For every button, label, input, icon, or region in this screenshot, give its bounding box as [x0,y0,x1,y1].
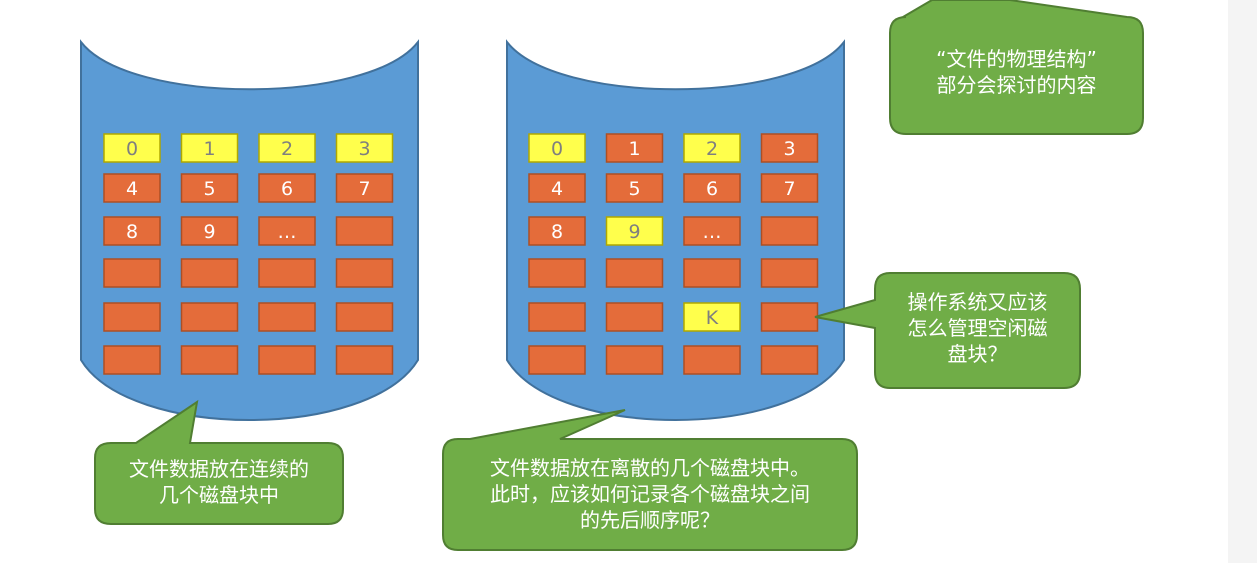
right-disk-block-used [605,133,664,163]
right-disk-block-used [605,258,664,288]
right-disk-block-label: 9 [628,221,640,243]
right-disk-cylinder [506,39,845,421]
right-disk-block-free [605,216,664,246]
right-disk-blocks: 0 1 2 3 4 5 6 7 8 9 … K [528,133,819,375]
right-disk-block-free [683,302,741,332]
right-disk-block-used [683,258,741,288]
right-edge-strip [1228,0,1257,563]
callout-physical-structure-text: “文件的物理结构” 部分会探讨的内容 [936,47,1097,97]
callout-physical-structure [889,0,1144,135]
left-disk-block-label: 8 [126,221,138,243]
right-disk-block-label: 7 [783,178,795,200]
left-disk-block-used [335,258,394,288]
left-disk-block-used [335,302,394,332]
left-disk-block-used [180,216,239,246]
left-disk-block-used [335,173,394,203]
right-disk-block-used [760,216,819,246]
right-disk-block-label: 4 [551,178,563,200]
callout-scattered [442,409,858,551]
left-disk-block-label: 9 [203,221,215,243]
left-disk-block-label: 2 [281,138,293,160]
right-disk-block-used [760,258,819,288]
right-disk-block-used [605,302,664,332]
right-disk-block-used [528,345,586,375]
left-disk-cylinder [80,39,419,421]
right-disk-block-label: 8 [551,221,563,243]
left-disk-block-label: 4 [126,178,138,200]
left-disk-block-used [103,302,161,332]
left-disk-block-label: 3 [358,138,370,160]
left-disk-block-label: 0 [126,138,138,160]
right-disk-block-label: … [703,221,722,243]
left-disk-block-used [103,173,161,203]
right-disk-block-used [528,302,586,332]
right-disk-block-label: 6 [706,178,718,200]
right-disk-block-used [760,302,819,332]
left-disk-block-label: … [278,221,297,243]
right-disk-block-label: 5 [628,178,640,200]
callout-contiguous [94,399,344,525]
right-disk-block-used [683,345,741,375]
left-disk-block-used [180,302,239,332]
right-disk-block-used [760,133,819,163]
left-disk-block-free [180,133,239,163]
left-disk-block-used [335,216,394,246]
right-disk-block-used [683,173,741,203]
right-disk-block-used [683,216,741,246]
left-disk-block-label: 1 [203,138,215,160]
left-disk-block-used [180,258,239,288]
left-disk-block-used [258,216,316,246]
left-disk-block-used [103,258,161,288]
right-disk-block-label: K [706,307,719,329]
left-disk-block-used [103,216,161,246]
left-disk-block-used [258,302,316,332]
left-disk-block-free [335,133,394,163]
left-disk-block-free [103,133,161,163]
left-disk-block-label: 6 [281,178,293,200]
right-disk-block-used [605,173,664,203]
left-disk-block-used [258,173,316,203]
right-disk-block-label: 1 [628,138,640,160]
left-disk-block-used [335,345,394,375]
callout-contiguous-text: 文件数据放在连续的 几个磁盘块中 [129,457,309,507]
right-disk-block-label: 2 [706,138,718,160]
left-disk-block-used [180,345,239,375]
right-disk-block-label: 0 [551,138,563,160]
callout-free-block-management [814,272,1081,389]
right-disk-block-free [683,133,741,163]
left-disk-blocks: 0 1 2 3 4 5 6 7 8 9 … [103,133,394,375]
left-disk-block-used [258,258,316,288]
right-disk-block-used [528,173,586,203]
right-disk-block-used [528,216,586,246]
right-disk-block-used [605,345,664,375]
callout-scattered-text: 文件数据放在离散的几个磁盘块中。 此时，应该如何记录各个磁盘块之间 的先后顺序呢… [490,456,810,532]
callout-free-block-management-text: 操作系统又应该 怎么管理空闲磁 盘块？ [907,290,1048,366]
right-disk-block-used [528,258,586,288]
right-disk-block-used [760,345,819,375]
left-disk-block-used [180,173,239,203]
left-disk-block-used [258,345,316,375]
right-disk-block-used [760,173,819,203]
right-disk-block-free [528,133,586,163]
left-disk-block-label: 7 [358,178,370,200]
left-disk-block-label: 5 [203,178,215,200]
right-disk-block-label: 3 [783,138,795,160]
left-disk-block-free [258,133,316,163]
left-disk-block-used [103,345,161,375]
